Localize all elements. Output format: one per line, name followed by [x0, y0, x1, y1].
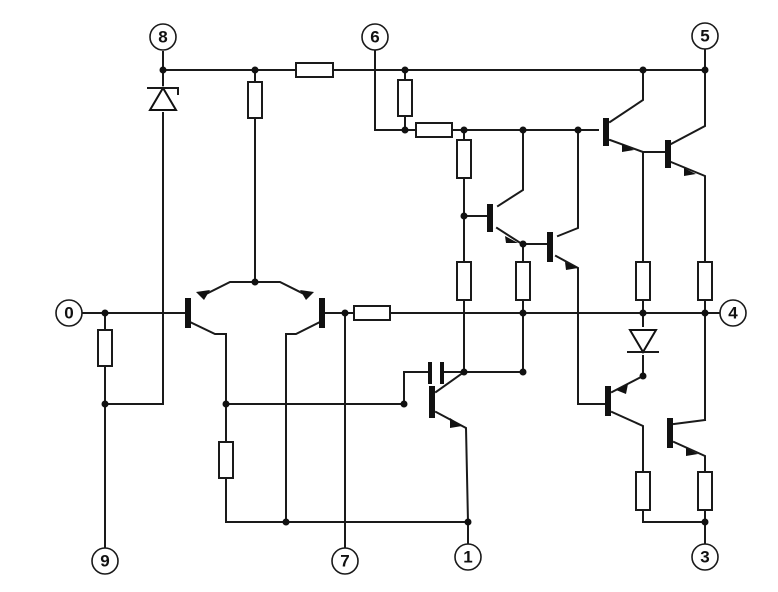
pin-3: 3: [691, 543, 719, 571]
pin-9-label: 9: [100, 552, 109, 571]
resistor-sense-right: [697, 471, 713, 511]
pin-8-label: 8: [158, 28, 167, 47]
pin-0-label: 0: [64, 304, 73, 323]
resistor-mid: [515, 261, 531, 301]
resistor-sense-left: [635, 471, 651, 511]
junction-dots: [101, 66, 709, 526]
pin-8: 8: [149, 23, 177, 51]
pin-4-label: 4: [728, 304, 738, 323]
pin-3-label: 3: [700, 548, 709, 567]
resistors: [97, 62, 713, 511]
pin-5: 5: [691, 22, 719, 50]
pin-6: 6: [361, 23, 389, 51]
zener-diode: [147, 86, 179, 111]
pin-1-label: 1: [463, 548, 472, 567]
resistor-output-upper: [697, 261, 713, 301]
pin-4: 4: [719, 299, 747, 327]
pin-5-label: 5: [700, 27, 709, 46]
pin-7: 7: [331, 547, 359, 575]
resistor-driver: [635, 261, 651, 301]
wires: [79, 47, 721, 549]
resistor-feedback: [353, 305, 391, 321]
transistors: [185, 118, 698, 456]
resistor-top-rail: [295, 62, 334, 78]
resistor-pin6-series: [415, 122, 453, 138]
pin-9: 9: [91, 547, 119, 575]
resistor-chain-upper: [456, 139, 472, 179]
capacitor: [428, 362, 444, 384]
pin-0: 0: [55, 299, 83, 327]
diode-output: [627, 329, 659, 354]
pin-6-label: 6: [370, 28, 379, 47]
resistor-input: [97, 329, 113, 367]
resistor-bias: [247, 81, 263, 119]
resistor-chain-lower: [456, 261, 472, 301]
resistor-pullup: [397, 79, 413, 117]
pin-7-label: 7: [340, 552, 349, 571]
resistor-left-collector: [218, 441, 234, 479]
pin-1: 1: [454, 543, 482, 571]
